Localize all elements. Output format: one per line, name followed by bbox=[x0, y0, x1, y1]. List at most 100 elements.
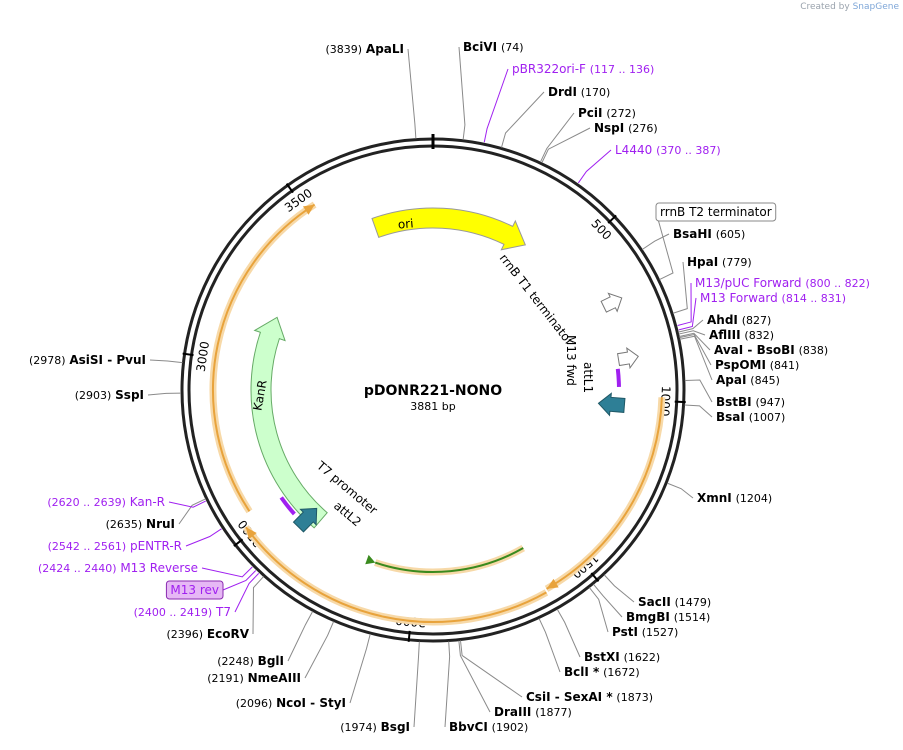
site-name: DrdI bbox=[548, 85, 577, 99]
orange-left-head bbox=[302, 204, 315, 215]
green-head bbox=[365, 554, 376, 565]
site-position: (3839) bbox=[326, 43, 363, 56]
site-position: (1902) bbox=[492, 721, 529, 734]
enzyme-label-bcli: BclI * (1672) bbox=[564, 665, 640, 679]
site-name: L4440 bbox=[615, 143, 652, 157]
site-name: M13 Reverse bbox=[120, 561, 198, 575]
leader-line bbox=[185, 528, 222, 547]
site-position: (841) bbox=[770, 359, 800, 372]
site-name: PstI bbox=[612, 625, 638, 639]
enzyme-label-rrnb-t2-terminator: rrnB T2 terminator bbox=[660, 205, 772, 219]
site-name: Kan-R bbox=[130, 495, 165, 509]
leader-line bbox=[304, 621, 335, 679]
site-name: BstBI bbox=[716, 395, 752, 409]
snapgene-logo: SnapGene bbox=[852, 2, 899, 12]
leader-line bbox=[684, 404, 713, 418]
enzyme-label-bmgbi: BmgBI (1514) bbox=[626, 610, 710, 624]
site-position: (2096) bbox=[236, 697, 273, 710]
leader-line bbox=[459, 640, 523, 698]
enzyme-label-bstbi: BstBI (947) bbox=[716, 395, 785, 409]
site-name: BglI bbox=[258, 654, 284, 668]
rrnb-t1-arrow bbox=[616, 347, 639, 370]
snapgene-credit: Created by SnapGene bbox=[800, 2, 899, 12]
enzyme-label-bsgi: (1974) BsgI bbox=[340, 720, 410, 734]
site-name: DraIII bbox=[494, 705, 531, 719]
tick-1000 bbox=[674, 400, 686, 404]
credit-prefix: Created by bbox=[800, 2, 850, 12]
primer-label-kan-r: (2620 .. 2639) Kan-R bbox=[47, 495, 165, 509]
enzyme-label-hpai: HpaI (779) bbox=[687, 255, 752, 269]
site-name: AflIII bbox=[709, 328, 741, 342]
leader-line bbox=[538, 618, 561, 673]
label-box bbox=[165, 580, 224, 600]
enzyme-label-psti: PstI (1527) bbox=[612, 625, 678, 639]
leader-line bbox=[178, 498, 206, 525]
leader-line bbox=[678, 297, 697, 331]
site-position: (1622) bbox=[624, 651, 661, 664]
leader-line bbox=[641, 233, 670, 250]
leader-line bbox=[458, 46, 466, 140]
leader-line bbox=[287, 611, 314, 662]
green-arc-bottom bbox=[374, 547, 524, 573]
site-position: (2191) bbox=[207, 672, 244, 685]
tick-label-3000: 3000 bbox=[194, 340, 212, 372]
site-name: HpaI bbox=[687, 255, 718, 269]
enzyme-label-asisi-pvui: (2978) AsiSI - PvuI bbox=[29, 353, 146, 367]
site-name: NcoI - StyI bbox=[276, 696, 346, 710]
enzyme-label-ncoi-styi: (2096) NcoI - StyI bbox=[236, 696, 346, 710]
feature-label-ori: ori bbox=[397, 216, 414, 231]
leader-line bbox=[349, 633, 371, 704]
site-position: (1527) bbox=[642, 626, 679, 639]
site-name: NruI bbox=[146, 517, 175, 531]
site-name: M13 Forward bbox=[700, 291, 778, 305]
leader-line bbox=[684, 379, 713, 403]
site-position: (2396) bbox=[167, 628, 204, 641]
site-name: BstXI bbox=[584, 650, 620, 664]
enzyme-label-csii-sexai: CsiI - SexAI * (1873) bbox=[526, 690, 653, 704]
tick-500 bbox=[607, 214, 617, 224]
primer-label-pbr322ori-f: pBR322ori-F (117 .. 136) bbox=[512, 62, 654, 76]
site-name: EcoRV bbox=[207, 627, 250, 641]
orange-arc-bottom bbox=[245, 526, 547, 623]
site-name: SacII bbox=[638, 595, 671, 609]
site-name: BsaHI bbox=[673, 227, 712, 241]
site-name: T7 bbox=[215, 605, 231, 619]
enzyme-label-bgli: (2248) BglI bbox=[217, 654, 284, 668]
rrnb-t2-arrow bbox=[600, 292, 623, 313]
primer-label-m13-forward: M13 Forward (814 .. 831) bbox=[700, 291, 846, 305]
leader-line bbox=[147, 392, 182, 396]
site-position: (1974) bbox=[340, 721, 377, 734]
enzyme-label-sacii: SacII (1479) bbox=[638, 595, 711, 609]
site-name: pBR322ori-F bbox=[512, 62, 586, 76]
site-position: (2978) bbox=[29, 354, 66, 367]
leader-line bbox=[252, 576, 264, 635]
primer-label-m13-rev: M13 rev bbox=[170, 583, 219, 597]
leader-line bbox=[407, 48, 417, 139]
leader-line bbox=[679, 332, 711, 351]
site-name: ApaLI bbox=[366, 42, 404, 56]
site-name: BmgBI bbox=[626, 610, 670, 624]
orange-bottom-head bbox=[245, 527, 257, 540]
site-name: ApaI bbox=[716, 373, 746, 387]
site-name: BsaI bbox=[716, 410, 745, 424]
enzyme-label-apali: (3839) ApaLI bbox=[326, 42, 405, 56]
site-position: (1204) bbox=[736, 492, 773, 505]
tick-2500 bbox=[233, 538, 244, 547]
plasmid-name: pDONR221-NONO bbox=[364, 383, 502, 399]
site-position: (1007) bbox=[749, 411, 786, 424]
site-position: (838) bbox=[799, 344, 829, 357]
site-position: (947) bbox=[755, 396, 785, 409]
leader-line bbox=[603, 574, 635, 603]
enzyme-label-pcii: PciI (272) bbox=[578, 106, 636, 120]
site-name: PciI bbox=[578, 106, 603, 120]
tick-1500 bbox=[590, 572, 600, 582]
enzyme-label-bbvci: BbvCI (1902) bbox=[449, 720, 528, 734]
site-position: (272) bbox=[606, 107, 636, 120]
site-name: XmnI bbox=[697, 491, 732, 505]
orange-arc-left bbox=[212, 203, 316, 512]
site-name: pENTR-R bbox=[130, 539, 182, 553]
leader-line bbox=[679, 333, 712, 366]
site-position: (1514) bbox=[674, 611, 711, 624]
site-name: BclI * bbox=[564, 665, 600, 679]
